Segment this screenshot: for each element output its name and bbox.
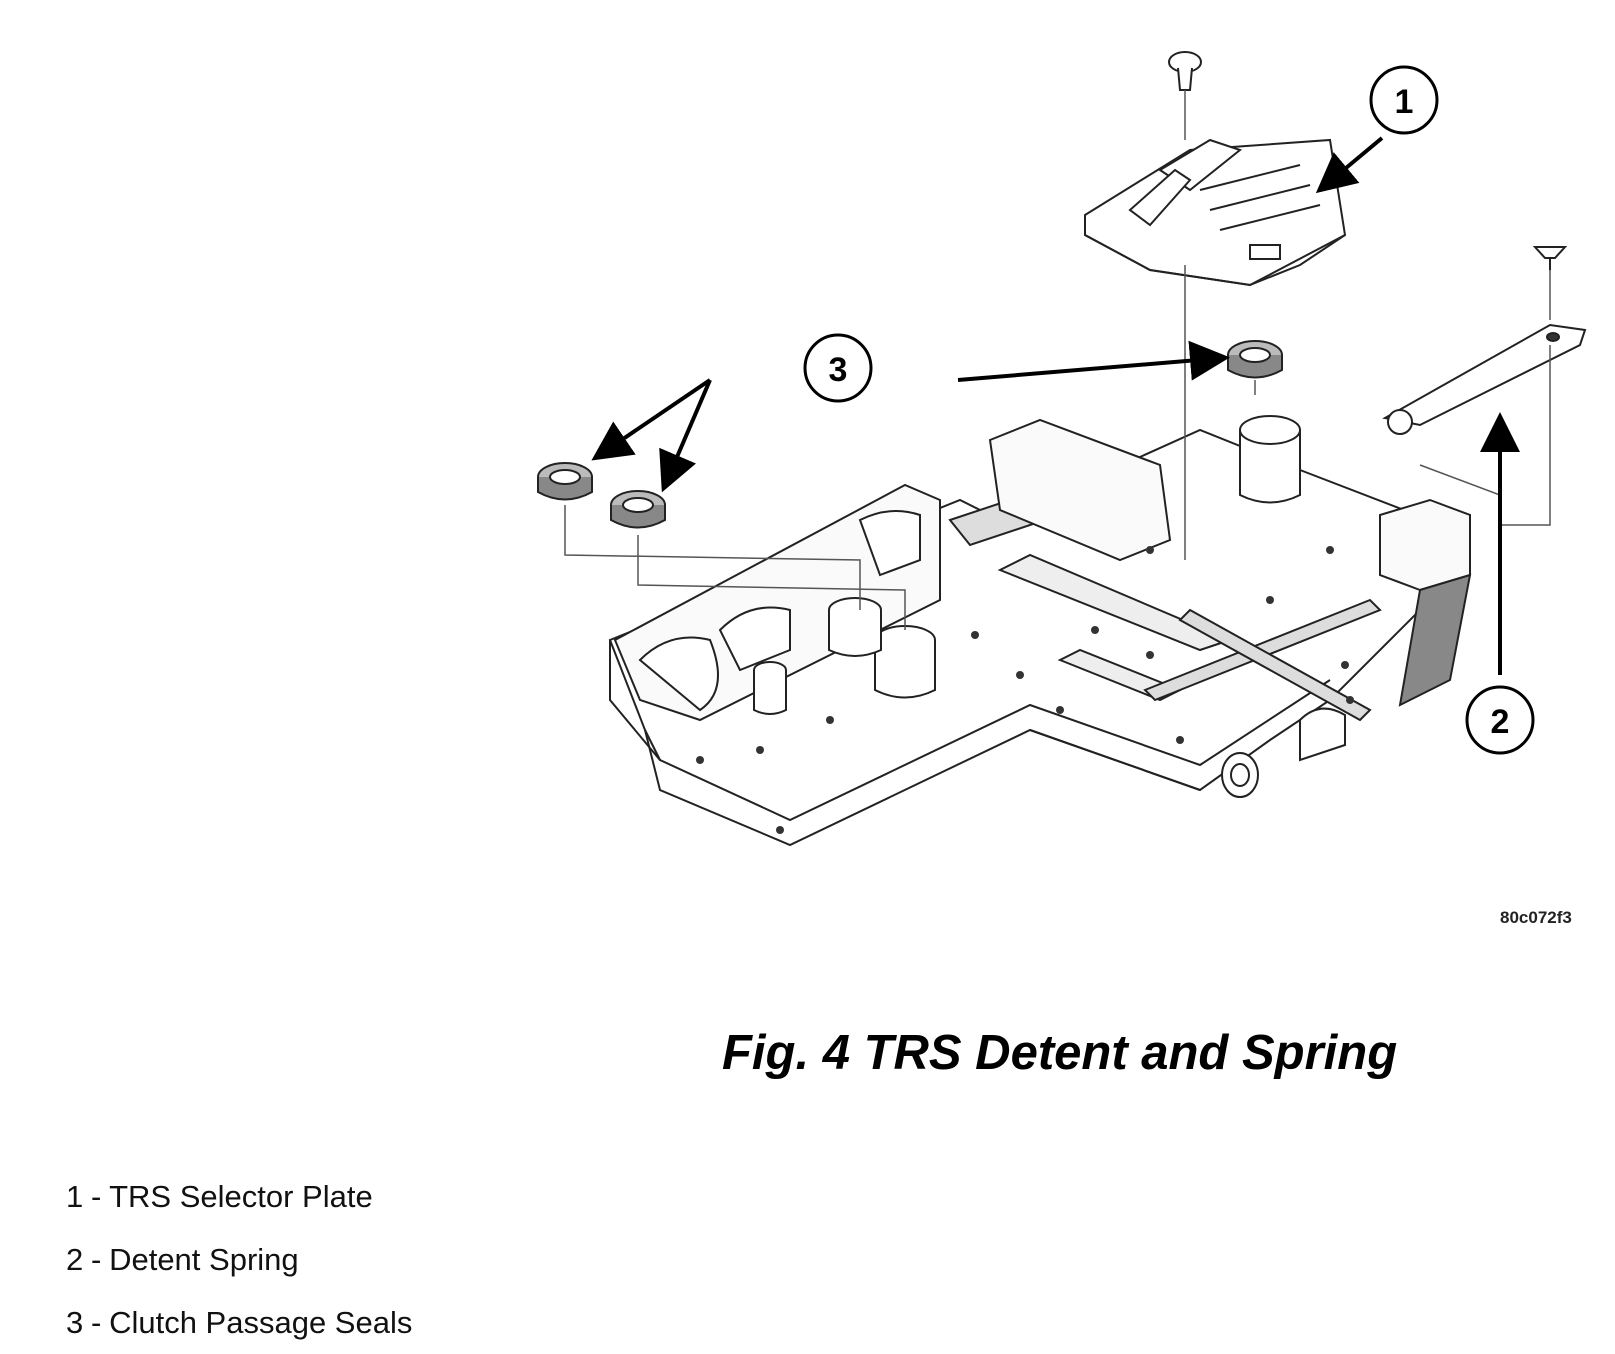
trs-selector-plate bbox=[1084, 138, 1347, 287]
screws bbox=[1168, 51, 1568, 270]
callout-2: 2 bbox=[1465, 685, 1535, 755]
legend-label: Detent Spring bbox=[109, 1242, 299, 1277]
arrows bbox=[591, 136, 1520, 675]
legend-separator: - bbox=[91, 1305, 102, 1340]
bolt-holes bbox=[696, 546, 1354, 834]
figure-caption: Fig. 4 TRS Detent and Spring bbox=[722, 1026, 1398, 1080]
callout-legend: 1-TRS Selector Plate 2-Detent Spring 3-C… bbox=[66, 1165, 412, 1354]
legend-separator: - bbox=[91, 1179, 102, 1214]
legend-label: TRS Selector Plate bbox=[109, 1179, 373, 1214]
callout-3: 3 bbox=[803, 333, 873, 403]
svg-text:1: 1 bbox=[1395, 83, 1414, 121]
legend-label: Clutch Passage Seals bbox=[109, 1305, 413, 1340]
legend-number: 2 bbox=[66, 1242, 84, 1277]
legend-separator: - bbox=[91, 1242, 102, 1277]
figure-image-code: 80c072f3 bbox=[1500, 908, 1572, 927]
legend-item: 2-Detent Spring bbox=[66, 1228, 412, 1291]
legend-number: 3 bbox=[66, 1305, 84, 1340]
legend-number: 1 bbox=[66, 1179, 84, 1214]
valve-body bbox=[608, 415, 1472, 847]
callout-1: 1 bbox=[1369, 65, 1439, 135]
legend-item: 1-TRS Selector Plate bbox=[66, 1165, 412, 1228]
svg-text:2: 2 bbox=[1491, 703, 1510, 741]
detent-spring bbox=[1382, 323, 1587, 435]
valve-body-illustration: 1 2 3 bbox=[537, 51, 1587, 847]
clutch-passage-seals bbox=[537, 340, 1283, 529]
svg-text:3: 3 bbox=[829, 351, 848, 389]
legend-item: 3-Clutch Passage Seals bbox=[66, 1291, 412, 1354]
